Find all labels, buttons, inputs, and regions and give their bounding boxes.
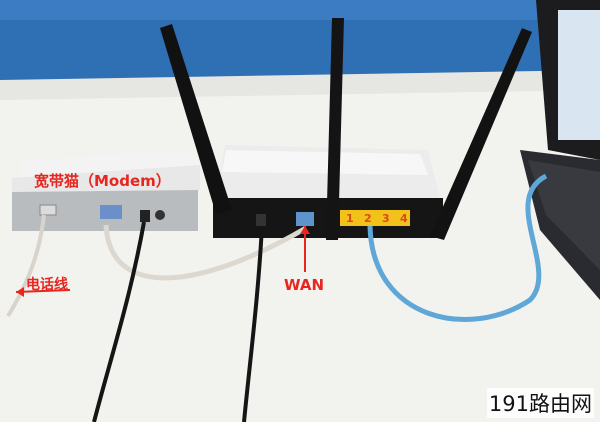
lan-port-4-label: 4 <box>400 212 408 225</box>
antenna-left <box>160 24 232 214</box>
modem <box>12 150 200 231</box>
antenna-middle <box>326 18 344 240</box>
modem-label: 宽带猫（Modem） <box>34 172 171 190</box>
router-power-cable <box>242 225 264 422</box>
phone-arrow <box>15 289 71 293</box>
phone-cable <box>6 214 46 318</box>
wan-label: WAN <box>284 276 325 294</box>
ethernet-cable <box>367 173 548 322</box>
desk-surface <box>0 80 600 422</box>
modem-router-cable <box>103 224 308 281</box>
lan-port-2-label: 2 <box>364 212 372 225</box>
watermark: 191路由网 <box>486 388 594 418</box>
phone-line-label: 电话线 <box>26 277 68 293</box>
antenna-right <box>430 28 532 240</box>
modem-power-cable <box>92 221 146 422</box>
lan-port-3-label: 3 <box>382 212 390 225</box>
laptop <box>520 0 600 300</box>
lan-port-1-label: 1 <box>346 212 354 225</box>
